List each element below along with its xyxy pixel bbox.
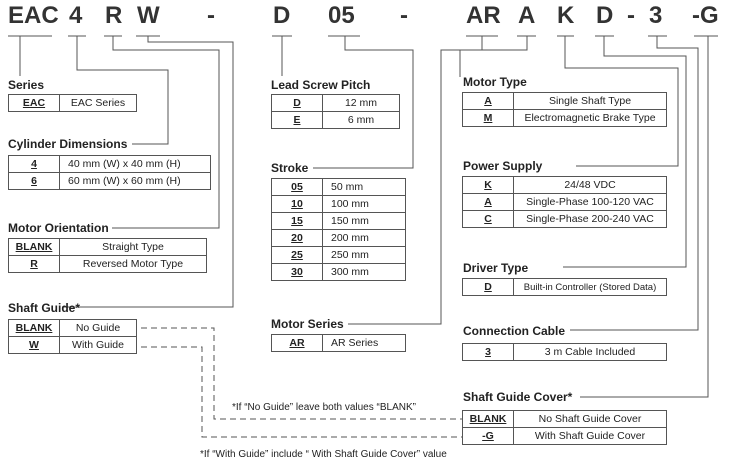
code-cylinder: 4 [69, 2, 83, 29]
cylinder-title: Cylinder Dimensions [8, 137, 128, 151]
stroke-title: Stroke [271, 161, 309, 175]
guide-table: BLANK No Guide W With Guide [8, 319, 137, 354]
code-guide: W [137, 2, 160, 29]
table-row: 20 200 mm [271, 229, 406, 247]
code-orientation: R [105, 2, 123, 29]
note-no-guide: *If “No Guide” leave both values “BLANK” [232, 402, 416, 413]
series-title: Series [8, 78, 45, 92]
table-row: 15 150 mm [271, 212, 406, 230]
table-row: 4 40 mm (W) x 40 mm (H) [8, 155, 211, 173]
table-row: 3 3 m Cable Included [462, 343, 667, 361]
cover-title: Shaft Guide Cover* [463, 390, 573, 404]
power-title: Power Supply [463, 159, 543, 173]
table-row: D 12 mm [271, 94, 400, 112]
table-row: C Single-Phase 200-240 VAC [462, 210, 667, 228]
code-motor-type: A [518, 2, 536, 29]
guide-title: Shaft Guide* [8, 301, 81, 315]
code-pitch: D [273, 2, 291, 29]
pitch-title: Lead Screw Pitch [271, 78, 371, 92]
table-row: A Single Shaft Type [462, 92, 667, 110]
cable-title: Connection Cable [463, 324, 566, 338]
code-series: EAC [8, 2, 59, 29]
driver-title: Driver Type [463, 261, 529, 275]
note-with-guide: *If “With Guide” include “ With Shaft Gu… [200, 449, 447, 460]
cover-table: BLANK No Shaft Guide Cover -G With Shaft… [462, 410, 667, 445]
orientation-title: Motor Orientation [8, 221, 109, 235]
code-dash: - [627, 2, 635, 29]
table-row: 30 300 mm [271, 263, 406, 281]
code-driver: D [596, 2, 614, 29]
series-table: EAC EAC Series [8, 94, 137, 112]
table-row: 10 100 mm [271, 195, 406, 213]
code-dash: - [207, 2, 215, 29]
table-row: -G With Shaft Guide Cover [462, 427, 667, 445]
code-cable: 3 [649, 2, 663, 29]
power-table: K 24/48 VDC A Single-Phase 100-120 VAC C… [462, 176, 667, 228]
motor-type-title: Motor Type [463, 75, 527, 89]
table-row: D Built-in Controller (Stored Data) [462, 278, 667, 296]
table-row: E 6 mm [271, 111, 400, 129]
code-stroke: 05 [328, 2, 355, 29]
motor-series-title: Motor Series [271, 317, 344, 331]
code-motor-series: AR [466, 2, 501, 29]
table-row: K 24/48 VDC [462, 176, 667, 194]
motor-series-table: AR AR Series [271, 334, 406, 352]
table-row: BLANK No Shaft Guide Cover [462, 410, 667, 428]
table-row: M Electromagnetic Brake Type [462, 109, 667, 127]
table-row: W With Guide [8, 336, 137, 354]
table-row: BLANK No Guide [8, 319, 137, 337]
stroke-table: 05 50 mm 10 100 mm 15 150 mm 20 200 mm 2… [271, 178, 406, 281]
table-row: 25 250 mm [271, 246, 406, 264]
table-row: BLANK Straight Type [8, 238, 207, 256]
code-cover: -G [692, 2, 719, 29]
table-row: 05 50 mm [271, 178, 406, 196]
table-row: R Reversed Motor Type [8, 255, 207, 273]
driver-table: D Built-in Controller (Stored Data) [462, 278, 667, 296]
table-row: EAC EAC Series [8, 94, 137, 112]
code-dash: - [400, 2, 408, 29]
table-row: 6 60 mm (W) x 60 mm (H) [8, 172, 211, 190]
cylinder-table: 4 40 mm (W) x 40 mm (H) 6 60 mm (W) x 60… [8, 155, 211, 190]
orientation-table: BLANK Straight Type R Reversed Motor Typ… [8, 238, 207, 273]
motor-type-table: A Single Shaft Type M Electromagnetic Br… [462, 92, 667, 127]
code-power: K [557, 2, 575, 29]
pitch-table: D 12 mm E 6 mm [271, 94, 400, 129]
table-row: A Single-Phase 100-120 VAC [462, 193, 667, 211]
cable-table: 3 3 m Cable Included [462, 343, 667, 361]
table-row: AR AR Series [271, 334, 406, 352]
